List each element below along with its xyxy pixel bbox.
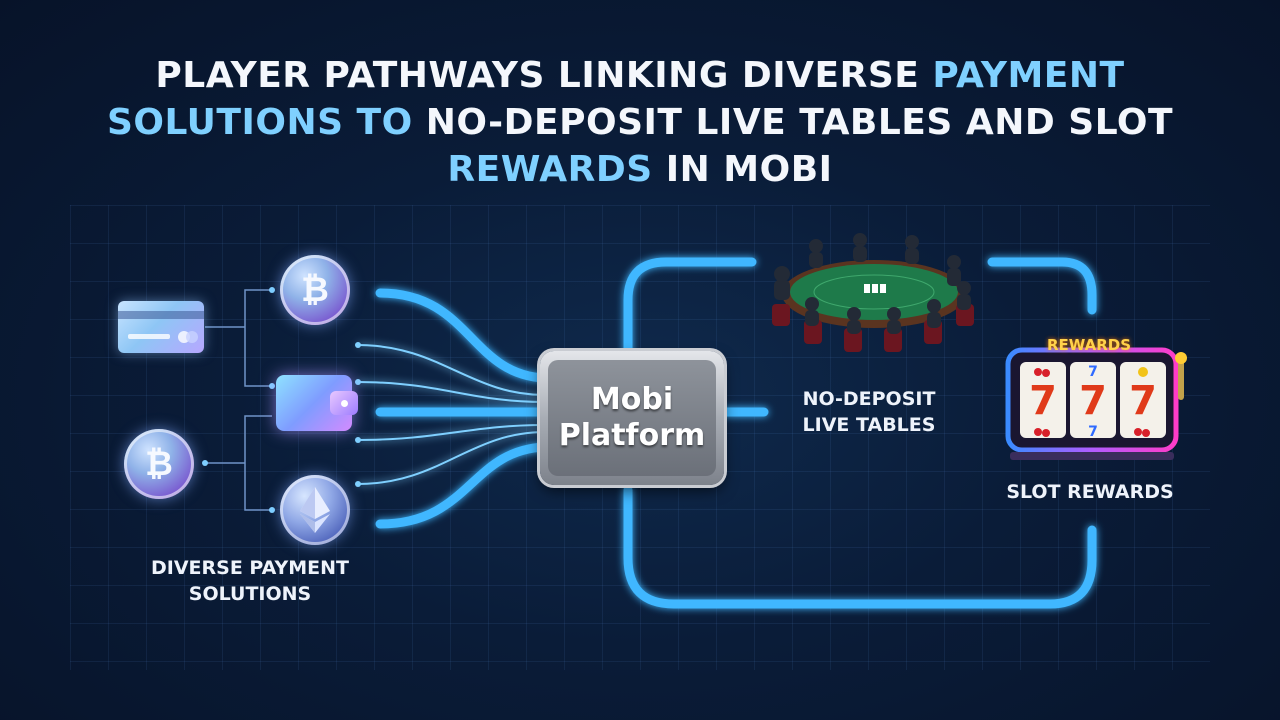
live-tables-label: NO-DEPOSIT LIVE TABLES <box>802 388 936 436</box>
bitcoin-icon: ₿ <box>280 255 350 325</box>
connector-dot <box>269 383 275 389</box>
connector-dot <box>355 342 361 348</box>
mobi-platform-box: Mobi Platform <box>540 351 724 485</box>
connector-dot <box>269 507 275 513</box>
connector-bracket-top <box>244 289 272 387</box>
connector-bracket-bottom <box>244 415 272 511</box>
ethereum-icon <box>280 475 350 545</box>
connector-dot <box>355 437 361 443</box>
svg-text:7: 7 <box>1029 378 1057 424</box>
flow-thin-line-4 <box>357 431 546 485</box>
svg-text:7: 7 <box>1088 424 1098 440</box>
slot-rewards-label: SLOT REWARDS <box>1006 481 1174 503</box>
flow-line-to-live-tables <box>623 257 757 365</box>
connector-dot <box>202 460 208 466</box>
flow-line-bitcoin-top <box>375 288 550 383</box>
poker-table-illustration <box>772 233 974 352</box>
flow-thin-line-1 <box>357 344 546 396</box>
svg-text:7: 7 <box>1129 378 1157 424</box>
credit-card-icon <box>118 301 204 353</box>
svg-text:7: 7 <box>1088 364 1098 380</box>
flow-line-ethereum <box>375 442 550 529</box>
title-line-1: Player Pathways Linking Diverse Payment <box>155 55 1125 96</box>
connector-dot <box>355 379 361 385</box>
payment-solutions-label: DIVERSE PAYMENT SOLUTIONS <box>150 557 349 605</box>
svg-text:7: 7 <box>1079 378 1107 424</box>
diagram-title: Player Pathways Linking Diverse Payment … <box>0 52 1280 193</box>
flow-line-top-right <box>987 257 1097 315</box>
connector-dot <box>355 481 361 487</box>
wallet-icon <box>276 375 358 431</box>
flow-thin-line-2 <box>357 381 546 403</box>
bitcoin-icon: ₿ <box>124 429 194 499</box>
connector-dot <box>269 287 275 293</box>
flow-thin-line-3 <box>357 424 546 441</box>
flow-line-bottom-loop <box>623 485 1097 609</box>
title-line-2: Solutions to No-Deposit Live Tables and … <box>106 102 1174 143</box>
slot-rewards-banner: REWARDS <box>1046 336 1132 354</box>
title-line-3: Rewards in Mobi <box>447 149 833 190</box>
mobi-platform-label: Mobi Platform <box>548 360 716 476</box>
